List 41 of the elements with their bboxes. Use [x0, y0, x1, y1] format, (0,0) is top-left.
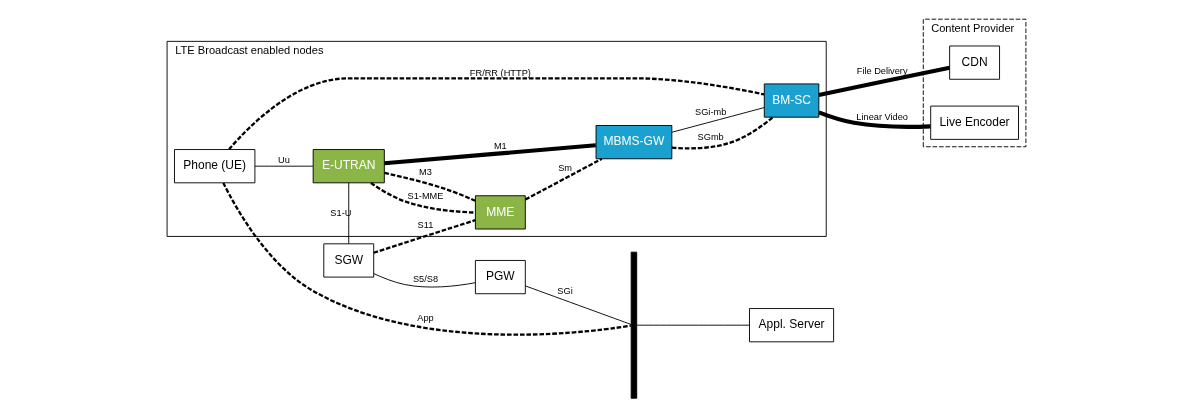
connector	[524, 285, 631, 325]
node-box: SGW	[322, 243, 374, 278]
edge-label: App	[416, 313, 434, 324]
connector	[253, 165, 313, 167]
connector	[347, 182, 349, 245]
edge-label: S1-MME	[407, 190, 443, 201]
node-box: MME	[474, 195, 526, 230]
connector	[524, 157, 602, 201]
connector	[383, 143, 596, 166]
edge-label: SGi-mb	[694, 107, 726, 118]
node-box: PGW	[474, 260, 526, 295]
node-box: CDN	[948, 45, 1000, 80]
connector	[635, 324, 750, 326]
edge-label: SGi	[556, 285, 573, 296]
edge-label: SGmb	[697, 132, 724, 143]
edge-label: S5/S8	[412, 273, 438, 284]
node-bar	[630, 251, 637, 399]
connector	[671, 116, 774, 150]
edge-label: Sm	[557, 162, 572, 173]
node-box: Live Encoder	[929, 105, 1019, 140]
connector	[671, 107, 765, 133]
edge-label: FR/RR (HTTP)	[469, 67, 531, 78]
node-box: Phone (UE)	[173, 149, 255, 184]
edge-label: M1	[493, 140, 507, 151]
connector	[221, 182, 631, 336]
node-box: BM-SC	[763, 83, 819, 118]
connector	[372, 219, 476, 254]
node-box: E-UTRAN	[312, 149, 385, 184]
connector	[372, 273, 475, 288]
connector	[227, 77, 764, 150]
edge-label: Uu	[277, 155, 290, 166]
edge-label: S11	[417, 220, 433, 231]
edge-label: File Delivery	[856, 65, 908, 76]
node-box: MBMS-GW	[595, 125, 672, 160]
node-box: Appl. Server	[748, 308, 834, 343]
edge-label: Linear Video	[855, 111, 908, 122]
edge-label: M3	[418, 167, 432, 178]
connector	[817, 65, 950, 98]
connector	[369, 182, 475, 214]
connector	[817, 110, 930, 129]
connector	[383, 171, 476, 202]
